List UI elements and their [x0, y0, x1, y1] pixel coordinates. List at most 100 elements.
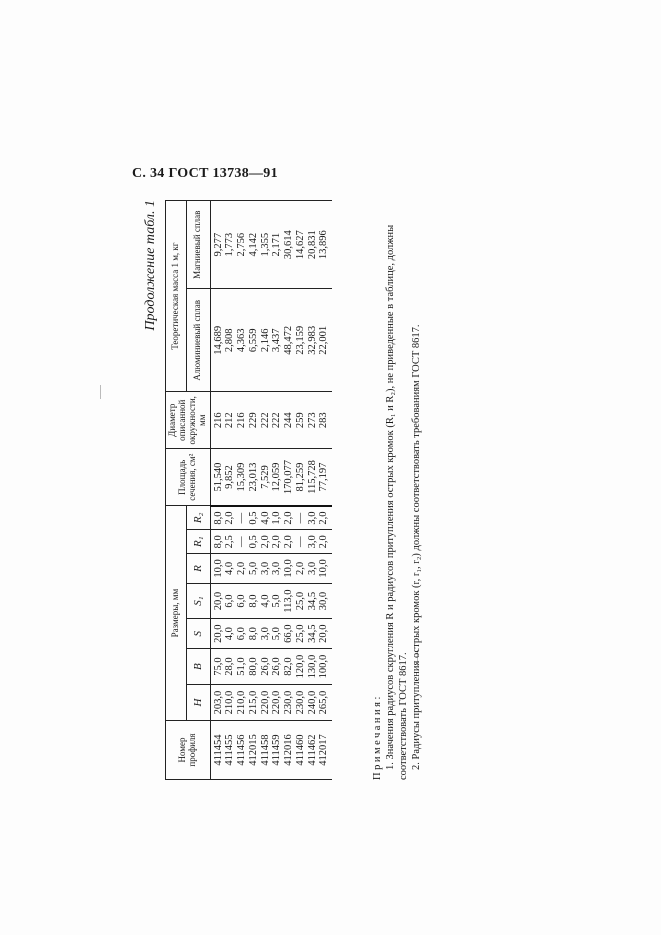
table-cell: 4,0	[259, 594, 271, 608]
page-header: С. 34 ГОСТ 13738—91	[132, 166, 278, 182]
table-cell: 2,0	[224, 511, 236, 525]
table-cell: 411459	[271, 734, 283, 766]
table-cell: 2,0	[259, 535, 271, 549]
header-circle-diameter: Диаметр описанной окружности, мм	[165, 391, 211, 449]
table-cell: 20,0	[212, 591, 224, 611]
table-cell: 115,728	[306, 460, 318, 494]
table-cell: 28,0	[224, 657, 236, 676]
table-cell: 6,0	[224, 594, 236, 608]
table-cell: 0,5	[247, 511, 259, 525]
table-cell: 4,0	[224, 561, 236, 576]
note-1: 1. Значения радиусов скругления R и ради…	[385, 224, 410, 780]
table-cell: 222	[259, 412, 271, 429]
table-cell: 240,0	[306, 690, 318, 715]
table-cell: 2,0	[283, 511, 295, 525]
table-cell: 411462	[306, 734, 318, 766]
table-cell: 1,773	[224, 232, 236, 257]
profiles-table: Номер профиля Размеры, мм Площадь сечени…	[165, 200, 333, 780]
table-cell: 210,0	[224, 690, 236, 715]
table-cell: 3,0	[306, 511, 318, 525]
table-cell: 3,0	[259, 561, 271, 576]
table-cell: 2,0	[294, 561, 306, 576]
table-cell: 411455	[224, 734, 236, 766]
table-cell: 411454	[212, 734, 224, 766]
table-cell: 4,0	[224, 627, 236, 641]
table-cell: 1,0	[271, 511, 283, 525]
table-cell: 8,0	[212, 535, 224, 549]
table-cell: 51,0	[236, 657, 248, 676]
table-cell: 22,001	[318, 325, 330, 355]
notes-title: Примечания:	[372, 694, 383, 780]
table-cell: —	[236, 512, 248, 524]
header-theoretical-mass: Теоретическая масса 1 м, кг	[165, 200, 187, 392]
table-cell: 412016	[283, 734, 295, 766]
table-continuation-title: Продолжение табл. 1	[143, 200, 158, 331]
table-cell: 259	[294, 412, 306, 429]
scan-artifact	[417, 650, 418, 666]
table-cell: 3,0	[271, 561, 283, 576]
table-cell: 212	[224, 412, 236, 429]
table-cell: 283	[318, 412, 330, 429]
table-cell: 203,0	[212, 690, 224, 715]
table-cell: 412017	[318, 734, 330, 766]
table-cell: 0,5	[247, 535, 259, 549]
table-cell: 7,529	[259, 465, 271, 489]
table-cell: 2,0	[318, 511, 330, 525]
table-cell: —	[294, 512, 306, 524]
table-cell: 210,0	[236, 690, 248, 715]
table-cell: 411456	[236, 734, 248, 766]
table-cell: 14,689	[212, 325, 224, 355]
table-cell: 120,0	[294, 654, 306, 679]
table-cell: 48,472	[283, 325, 295, 355]
table-cell: 3,437	[271, 328, 283, 353]
table-cell: 220,0	[271, 690, 283, 715]
table-cell: 215,0	[247, 690, 259, 715]
table-cell: 20,831	[306, 230, 318, 260]
table-cell: 34,5	[306, 591, 318, 611]
table-cell: 229	[247, 412, 259, 429]
header-R2: R₂	[186, 505, 211, 530]
table-cell: 25,0	[294, 624, 306, 643]
table-cell: 5,0	[271, 594, 283, 608]
table-cell: 222	[271, 412, 283, 429]
table-cell: 1,355	[259, 232, 271, 257]
table-cell: 66,0	[283, 624, 295, 643]
table-cell: 6,0	[236, 594, 248, 608]
standard-number: ГОСТ 13738—91	[168, 166, 278, 181]
table-cell: 2,5	[224, 535, 236, 549]
header-B: B	[186, 648, 211, 685]
table-cell: 411458	[259, 734, 271, 766]
table-cell: 2,808	[224, 328, 236, 353]
table-cell: 113,0	[283, 589, 295, 613]
table-cell: 170,077	[283, 459, 295, 495]
header-R1: R₁	[186, 529, 211, 554]
header-S: S	[186, 618, 211, 649]
header-area: Площадь сечения, см²	[165, 448, 211, 506]
table-cell: 20,0	[318, 624, 330, 643]
table-cell: —	[294, 536, 306, 548]
table-cell: 34,5	[306, 624, 318, 643]
table-cell: 15,309	[236, 462, 248, 492]
page-number: С. 34	[132, 166, 165, 181]
table-cell: 2,0	[271, 535, 283, 549]
header-S1: S₁	[186, 583, 211, 619]
table-cell: 10,0	[318, 559, 330, 578]
table-cell: 2,0	[318, 535, 330, 549]
table-cell: 2,0	[283, 535, 295, 549]
table-notes: Примечания: 1. Значения радиусов скругле…	[371, 200, 424, 780]
table-cell: —	[236, 536, 248, 548]
table-cell: 30,0	[318, 591, 330, 611]
table-cell: 130,0	[306, 654, 318, 679]
table-cell: 4,142	[247, 232, 259, 257]
table-cell: 2,146	[259, 328, 271, 353]
table-cell: 3,0	[259, 627, 271, 641]
table-cell: 82,0	[283, 657, 295, 676]
table-cell: 412015	[247, 734, 259, 766]
